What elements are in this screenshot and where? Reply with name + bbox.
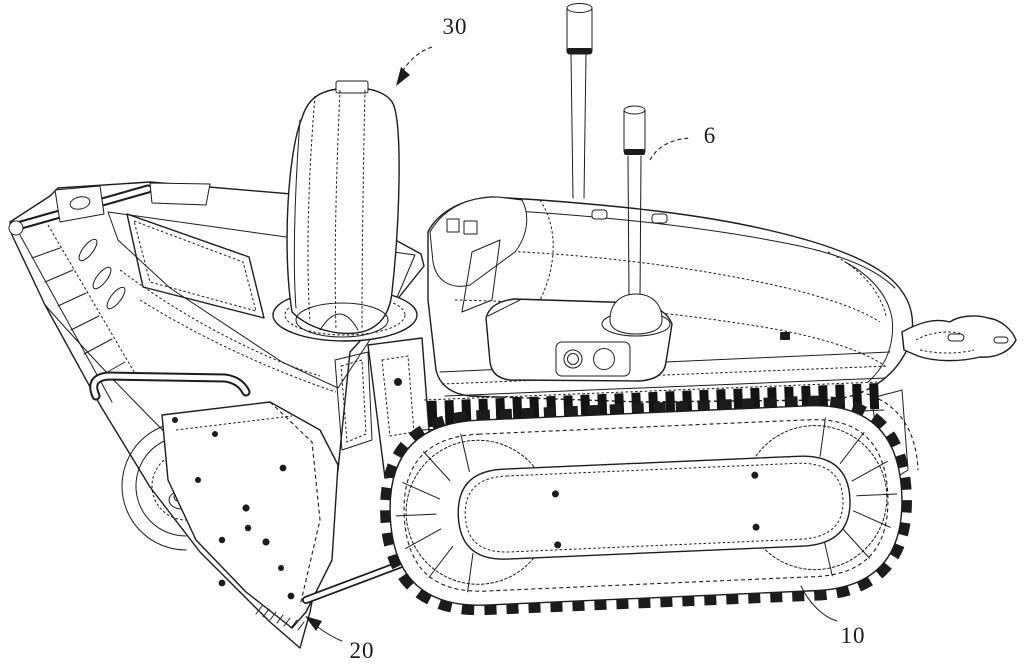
discharge-chute [272,80,418,342]
hood-latch [651,213,668,224]
ref-label-antenna: 6 [703,123,717,148]
leader-lines [305,46,838,642]
ref-label-crawler-track: 10 [840,623,866,648]
antenna-base-dome [609,293,663,335]
chute-deflector-tab [335,80,369,94]
antenna-tall [566,3,593,199]
arrowhead-30 [396,67,410,86]
crawler-track [380,395,912,616]
ref-label-discharge-chute: 30 [442,14,468,39]
leader-30 [400,46,433,75]
leader-10 [800,585,838,622]
camera-lens-icon [563,349,583,369]
tube-end-cap [8,220,24,236]
handle-bar [89,371,251,401]
camera-lens-icon [593,348,615,370]
arrowhead-20 [305,616,322,631]
antenna-short [601,105,671,337]
hood-latch [591,209,608,220]
ref-label-auger-housing: 20 [349,638,375,663]
leader-6 [649,137,691,161]
tow-hitch [901,315,1017,362]
housing-bolts [172,417,295,600]
